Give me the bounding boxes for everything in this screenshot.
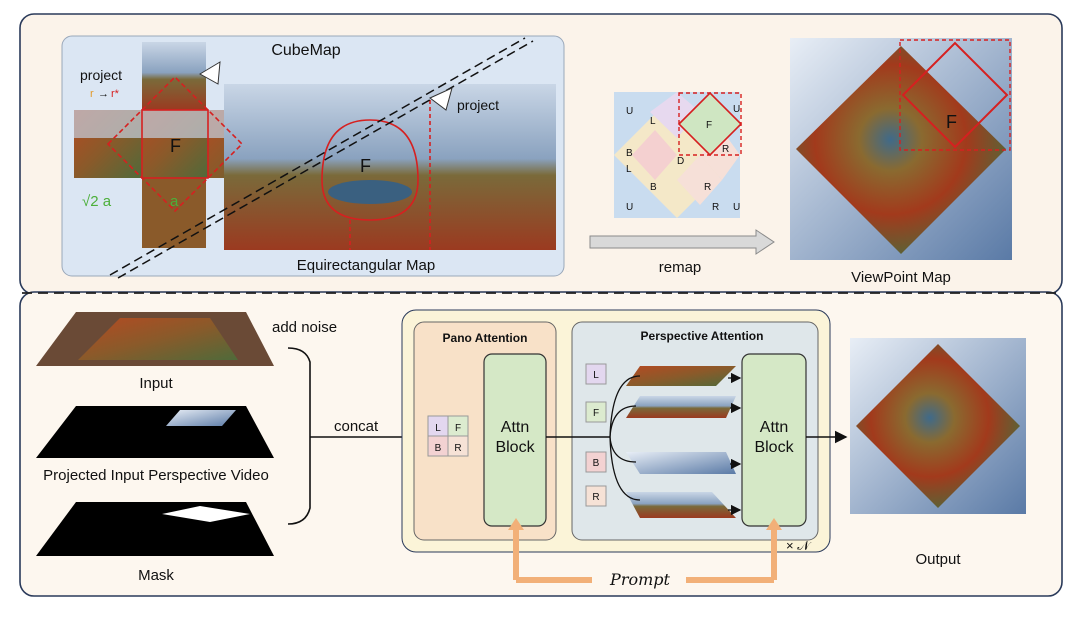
output-label: Output <box>915 551 961 568</box>
viewpoint-title: ViewPoint Map <box>851 269 951 286</box>
mask-frame-image <box>36 502 274 556</box>
add-noise-label: add noise <box>272 319 337 336</box>
svg-text:U: U <box>626 202 633 213</box>
svg-text:B: B <box>650 182 657 193</box>
face-label-viewpoint: F <box>946 112 957 132</box>
face-label-equirect: F <box>360 156 371 176</box>
projection-outlines <box>106 75 431 250</box>
pano-face-grid: L F B R <box>427 415 469 457</box>
svg-text:R: R <box>722 144 729 155</box>
svg-text:U: U <box>626 106 633 117</box>
svg-text:U: U <box>733 104 740 115</box>
a-label: a <box>170 193 179 210</box>
split-diagonal <box>109 37 534 279</box>
svg-text:L: L <box>650 116 656 127</box>
projected-frame-image <box>36 406 274 458</box>
ray-arrow-label: → <box>98 88 109 100</box>
svg-text:R: R <box>704 182 711 193</box>
equirect-image <box>224 84 556 250</box>
prompt-label: Prompt <box>609 570 670 589</box>
svg-text:F: F <box>706 120 712 131</box>
persp-attn-line2: Block <box>754 439 794 456</box>
remap-diagram <box>614 91 743 218</box>
svg-text:F: F <box>455 423 461 434</box>
ray-r-star-label: r* <box>111 88 120 100</box>
perspective-attention-title: Perspective Attention <box>641 329 764 343</box>
projected-patch <box>166 410 236 426</box>
sqrt2a-label: √2 a <box>82 193 112 210</box>
svg-text:U: U <box>733 202 740 213</box>
svg-text:D: D <box>677 156 684 167</box>
remap-arrow <box>589 229 775 255</box>
remap-face-letters: U L F U B D R L B R U R U <box>626 104 740 213</box>
input-label: Input <box>139 375 173 392</box>
camera-icon <box>429 87 453 111</box>
cubemap-title: CubeMap <box>271 42 340 59</box>
concat-bracket <box>287 347 311 525</box>
prompt-arrow-head <box>508 518 524 530</box>
remap-label: remap <box>659 259 702 276</box>
project-label-left: project <box>80 67 122 83</box>
project-label-right: project <box>457 97 499 113</box>
mask-label: Mask <box>138 567 174 584</box>
equirect-title: Equirectangular Map <box>297 257 435 274</box>
projected-label: Projected Input Perspective Video <box>43 467 269 484</box>
pano-attention-title: Pano Attention <box>443 331 528 345</box>
pano-attn-line2: Block <box>495 439 535 456</box>
prompt-label-bg <box>592 566 686 592</box>
svg-text:L: L <box>593 370 599 381</box>
prompt-arrow-head <box>766 518 782 530</box>
persp-attn-line1: Attn <box>760 419 788 436</box>
svg-text:B: B <box>593 458 600 469</box>
svg-text:F: F <box>593 408 599 419</box>
svg-text:R: R <box>454 443 461 454</box>
mask-shape <box>162 506 250 522</box>
input-frame-content <box>78 318 238 360</box>
perspective-arrows <box>609 372 742 516</box>
prompt-arrow-stems <box>513 528 777 580</box>
svg-text:R: R <box>712 202 719 213</box>
concat-label: concat <box>334 418 379 435</box>
svg-text:L: L <box>435 423 441 434</box>
perspective-views: L F B R <box>585 363 736 518</box>
svg-text:R: R <box>592 492 599 503</box>
pano-attn-line1: Attn <box>501 419 529 436</box>
output-image <box>850 338 1026 514</box>
face-label-cubemap: F <box>170 136 181 156</box>
times-n-label: × 𝒩 <box>786 538 812 553</box>
viewpoint-map-image <box>790 38 1012 260</box>
camera-icon <box>199 61 221 85</box>
svg-text:B: B <box>626 148 633 159</box>
svg-text:B: B <box>435 443 442 454</box>
svg-text:L: L <box>626 164 632 175</box>
ray-r-label: r <box>90 88 94 100</box>
